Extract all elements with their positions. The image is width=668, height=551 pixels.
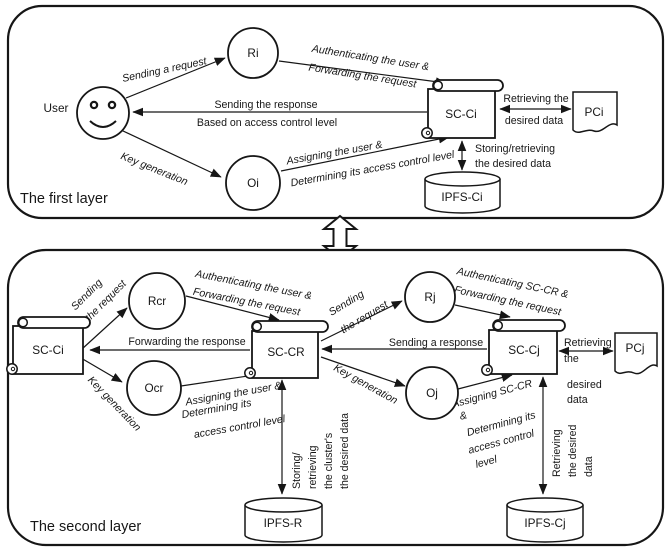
label-storing-cluster-1: Storing/ bbox=[291, 452, 303, 489]
label-retrieving-ipfs-3: data bbox=[583, 456, 595, 477]
first-layer: The first layer Sending a request Authen… bbox=[6, 4, 665, 220]
rj-label: Rj bbox=[424, 290, 435, 304]
scroll-curl-dot bbox=[10, 366, 16, 372]
node-sc-cj: SC-Cj bbox=[481, 319, 566, 376]
ipfs-ci-label: IPFS-Ci bbox=[441, 190, 482, 204]
arrow-rj-to-sccj bbox=[454, 304, 511, 320]
arrow-scci2-to-ocr bbox=[80, 357, 123, 383]
cylinder-body bbox=[506, 505, 584, 543]
node-rj: Rj bbox=[404, 271, 456, 323]
label-response-1: Sending the response bbox=[214, 99, 317, 111]
scroll-curl-dot bbox=[425, 130, 431, 136]
document-shape bbox=[614, 332, 658, 375]
pci-label: PCi bbox=[584, 105, 603, 119]
node-sc-ci-layer1: SC-Ci bbox=[421, 79, 504, 139]
user-eye-right bbox=[107, 100, 117, 110]
label-retrieving-ipfs-2: the desired bbox=[567, 424, 579, 477]
pcj-label: PCj bbox=[625, 341, 644, 355]
arrow-oj-to-sccj bbox=[457, 373, 513, 390]
node-ipfs-ci: IPFS-Ci bbox=[424, 171, 501, 214]
cylinder-top bbox=[424, 171, 501, 187]
arrow-rcr-to-sccr bbox=[185, 295, 280, 322]
label-storing-cluster-3: the cluster's bbox=[323, 433, 335, 489]
cylinder-body bbox=[424, 179, 501, 214]
document-shape bbox=[572, 91, 618, 134]
label-response-2: Based on access control level bbox=[197, 117, 337, 129]
node-oi: Oi bbox=[225, 155, 281, 211]
label-storing-1: Storing/retrieving bbox=[475, 143, 555, 155]
second-layer-title: The second layer bbox=[30, 519, 141, 535]
scroll-top-roll bbox=[492, 319, 566, 332]
arrow-sccr-to-oj bbox=[320, 356, 406, 387]
node-pci: PCi bbox=[572, 91, 618, 134]
label-forwarding-response: Forwarding the response bbox=[128, 336, 245, 348]
scroll-top-roll bbox=[251, 320, 329, 333]
user-label: User bbox=[44, 101, 69, 115]
label-retrieving-pcj-4: data bbox=[567, 394, 588, 406]
scroll-curl-bottom bbox=[244, 367, 256, 379]
scroll-curl-top bbox=[432, 80, 444, 91]
oi-label: Oi bbox=[247, 176, 259, 190]
label-storing-cluster-4: the desired data bbox=[339, 413, 351, 489]
arrow-oi-to-scci bbox=[280, 134, 450, 172]
scroll-curl-dot bbox=[248, 370, 254, 376]
user-smile bbox=[89, 120, 117, 128]
node-ocr: Ocr bbox=[126, 360, 182, 416]
scroll-curl-bottom bbox=[421, 127, 433, 139]
scroll-curl-dot bbox=[485, 367, 491, 373]
user-eye-left bbox=[89, 100, 99, 110]
cylinder-top bbox=[244, 497, 323, 513]
arrow-scci2-to-rcr bbox=[81, 307, 128, 350]
ocr-label: Ocr bbox=[144, 381, 163, 395]
node-pcj: PCj bbox=[614, 332, 658, 375]
node-ipfs-r: IPFS-R bbox=[244, 497, 323, 543]
arrow-sccr-to-rj bbox=[320, 300, 403, 342]
first-layer-title: The first layer bbox=[20, 191, 108, 207]
scroll-body bbox=[427, 88, 496, 139]
scroll-curl-top bbox=[492, 320, 504, 331]
node-sc-cr: SC-CR bbox=[244, 320, 329, 379]
scroll-curl-top bbox=[17, 317, 29, 328]
sc-ci-label: SC-Ci bbox=[445, 107, 476, 121]
cylinder-body bbox=[244, 505, 323, 543]
arrow-user-to-ri bbox=[125, 57, 226, 99]
label-sending-response: Sending a response bbox=[389, 337, 483, 349]
ipfs-cj-label: IPFS-Cj bbox=[524, 516, 565, 530]
label-retrieving-ipfs-1: Retrieving bbox=[551, 429, 563, 477]
node-ipfs-cj: IPFS-Cj bbox=[506, 497, 584, 543]
scroll-top-roll bbox=[432, 79, 504, 92]
label-retrieving-pcj-3: desired bbox=[567, 379, 602, 391]
node-ri: Ri bbox=[227, 27, 279, 79]
arrow-user-to-oi bbox=[120, 129, 222, 178]
rcr-label: Rcr bbox=[148, 294, 166, 308]
node-oj: Oj bbox=[405, 366, 459, 420]
arrow-ri-to-scci bbox=[278, 60, 447, 87]
scroll-top-roll bbox=[17, 316, 91, 329]
sc-cj-label: SC-Cj bbox=[508, 343, 539, 357]
ri-label: Ri bbox=[247, 46, 258, 60]
label-retrieving-pcj-2: the bbox=[564, 353, 579, 365]
label-storing-2: the desired data bbox=[475, 158, 551, 170]
sc-ci2-label: SC-Ci bbox=[32, 343, 63, 357]
label-storing-cluster-2: retrieving bbox=[307, 445, 319, 489]
user-face-icon bbox=[76, 86, 130, 140]
node-user: User bbox=[44, 86, 130, 140]
ipfs-r-label: IPFS-R bbox=[264, 516, 303, 530]
cylinder-top bbox=[506, 497, 584, 513]
scroll-body bbox=[488, 329, 558, 375]
node-rcr: Rcr bbox=[128, 272, 186, 330]
sc-cr-label: SC-CR bbox=[267, 345, 304, 359]
scroll-curl-bottom bbox=[481, 364, 493, 376]
label-retrieving-2: desired data bbox=[505, 115, 563, 127]
label-retrieving-1: Retrieving the bbox=[503, 93, 568, 105]
label-determining-right-3: level bbox=[474, 453, 499, 470]
oj-label: Oj bbox=[426, 386, 438, 400]
label-ampersand: & bbox=[458, 409, 468, 422]
scroll-curl-top bbox=[251, 321, 263, 332]
second-layer: The second layer Sending the request Aut… bbox=[6, 248, 665, 547]
scroll-body bbox=[12, 325, 84, 375]
node-sc-ci-layer2: SC-Ci bbox=[6, 316, 91, 375]
scroll-curl-bottom bbox=[6, 363, 18, 375]
label-retrieving-pcj-1: Retrieving bbox=[564, 337, 612, 349]
